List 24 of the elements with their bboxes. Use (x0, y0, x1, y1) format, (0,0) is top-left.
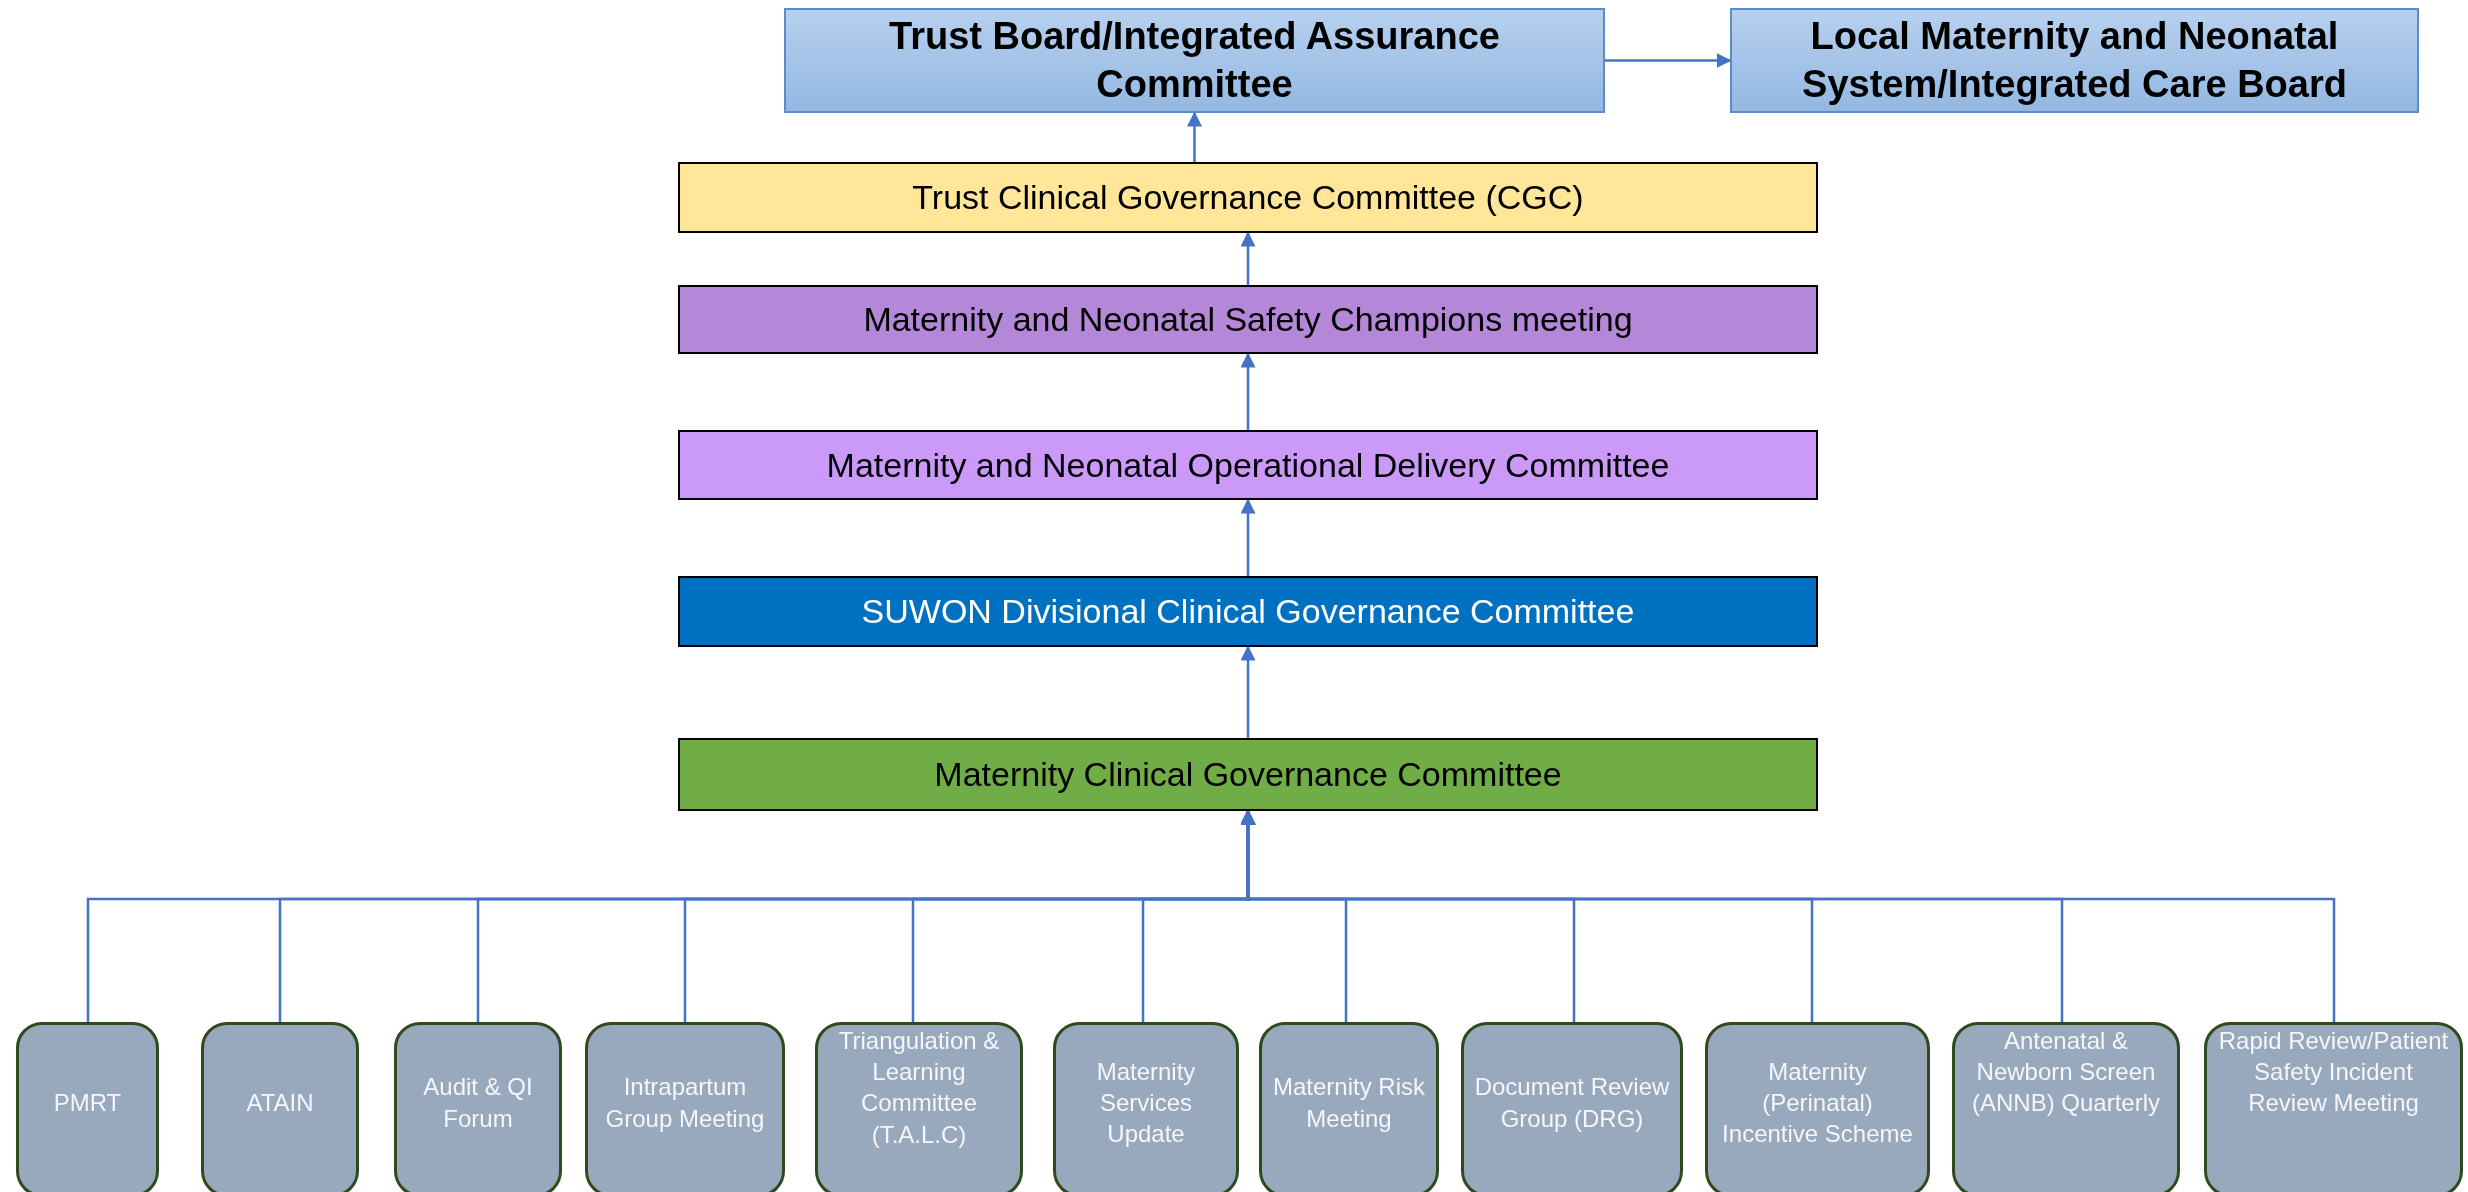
arrow (1187, 111, 1202, 162)
meeting-box: Maternity Services Update (1053, 1022, 1239, 1192)
committee-box: SUWON Divisional Clinical Governance Committee (678, 576, 1818, 647)
meeting-box: Intrapartum Group Meeting (585, 1022, 785, 1192)
committee-box: Trust Clinical Governance Committee (CGC) (678, 162, 1818, 233)
committee-box: Trust Board/Integrated Assurance Committee (784, 8, 1605, 113)
arrow (1240, 645, 1256, 738)
meeting-box: Antenatal & Newborn Screen (ANNB) Quarterly (1952, 1022, 2180, 1192)
arrow (1240, 231, 1256, 285)
committee-box: Maternity and Neonatal Operational Delivery Committee (678, 430, 1818, 500)
meeting-box: Maternity Risk Meeting (1259, 1022, 1439, 1192)
arrow (1240, 352, 1256, 430)
meeting-box: Document Review Group (DRG) (1461, 1022, 1683, 1192)
arrow (1240, 498, 1256, 576)
meeting-box: PMRT (16, 1022, 159, 1192)
meeting-box: Maternity (Perinatal) Incentive Scheme (1705, 1022, 1930, 1192)
meeting-box: Triangulation & Learning Committee (T.A.L.C) (815, 1022, 1023, 1192)
committee-box: Maternity and Neonatal Safety Champions meeting (678, 285, 1818, 354)
committee-box: Maternity Clinical Governance Committee (678, 738, 1818, 811)
meeting-box: Audit & QI Forum (394, 1022, 562, 1192)
committee-box: Local Maternity and Neonatal System/Integrated Care Board (1730, 8, 2419, 113)
arrow (1605, 53, 1732, 68)
meeting-box: ATAIN (201, 1022, 359, 1192)
meeting-box: Rapid Review/Patient Safety Incident Review Meeting (2204, 1022, 2463, 1192)
